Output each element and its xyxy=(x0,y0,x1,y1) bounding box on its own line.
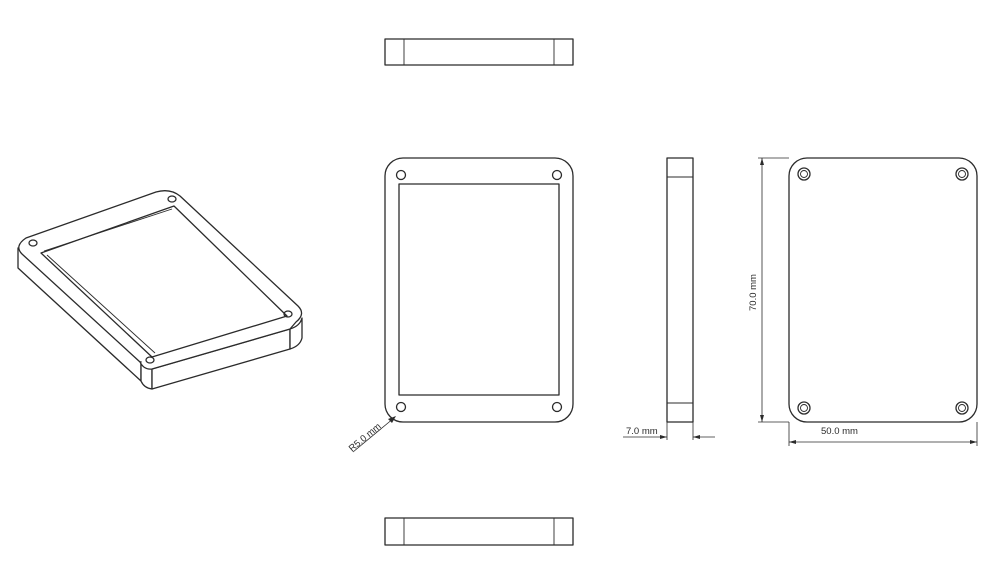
width-dimension: 50.0 mm xyxy=(788,422,978,446)
thickness-label: 7.0 mm xyxy=(626,426,658,437)
isometric-view xyxy=(17,190,303,390)
top-view xyxy=(384,38,574,66)
height-dimension: 70.0 mm xyxy=(748,157,789,423)
radius-label: R5.0 mm xyxy=(347,421,384,454)
thickness-dimension: 7.0 mm xyxy=(623,422,715,440)
back-view xyxy=(788,157,978,423)
bottom-view xyxy=(384,517,574,546)
side-view xyxy=(666,157,694,423)
height-label: 70.0 mm xyxy=(748,274,759,311)
radius-dimension: R5.0 mm xyxy=(347,416,396,454)
front-view xyxy=(384,157,574,423)
width-label: 50.0 mm xyxy=(821,426,858,437)
